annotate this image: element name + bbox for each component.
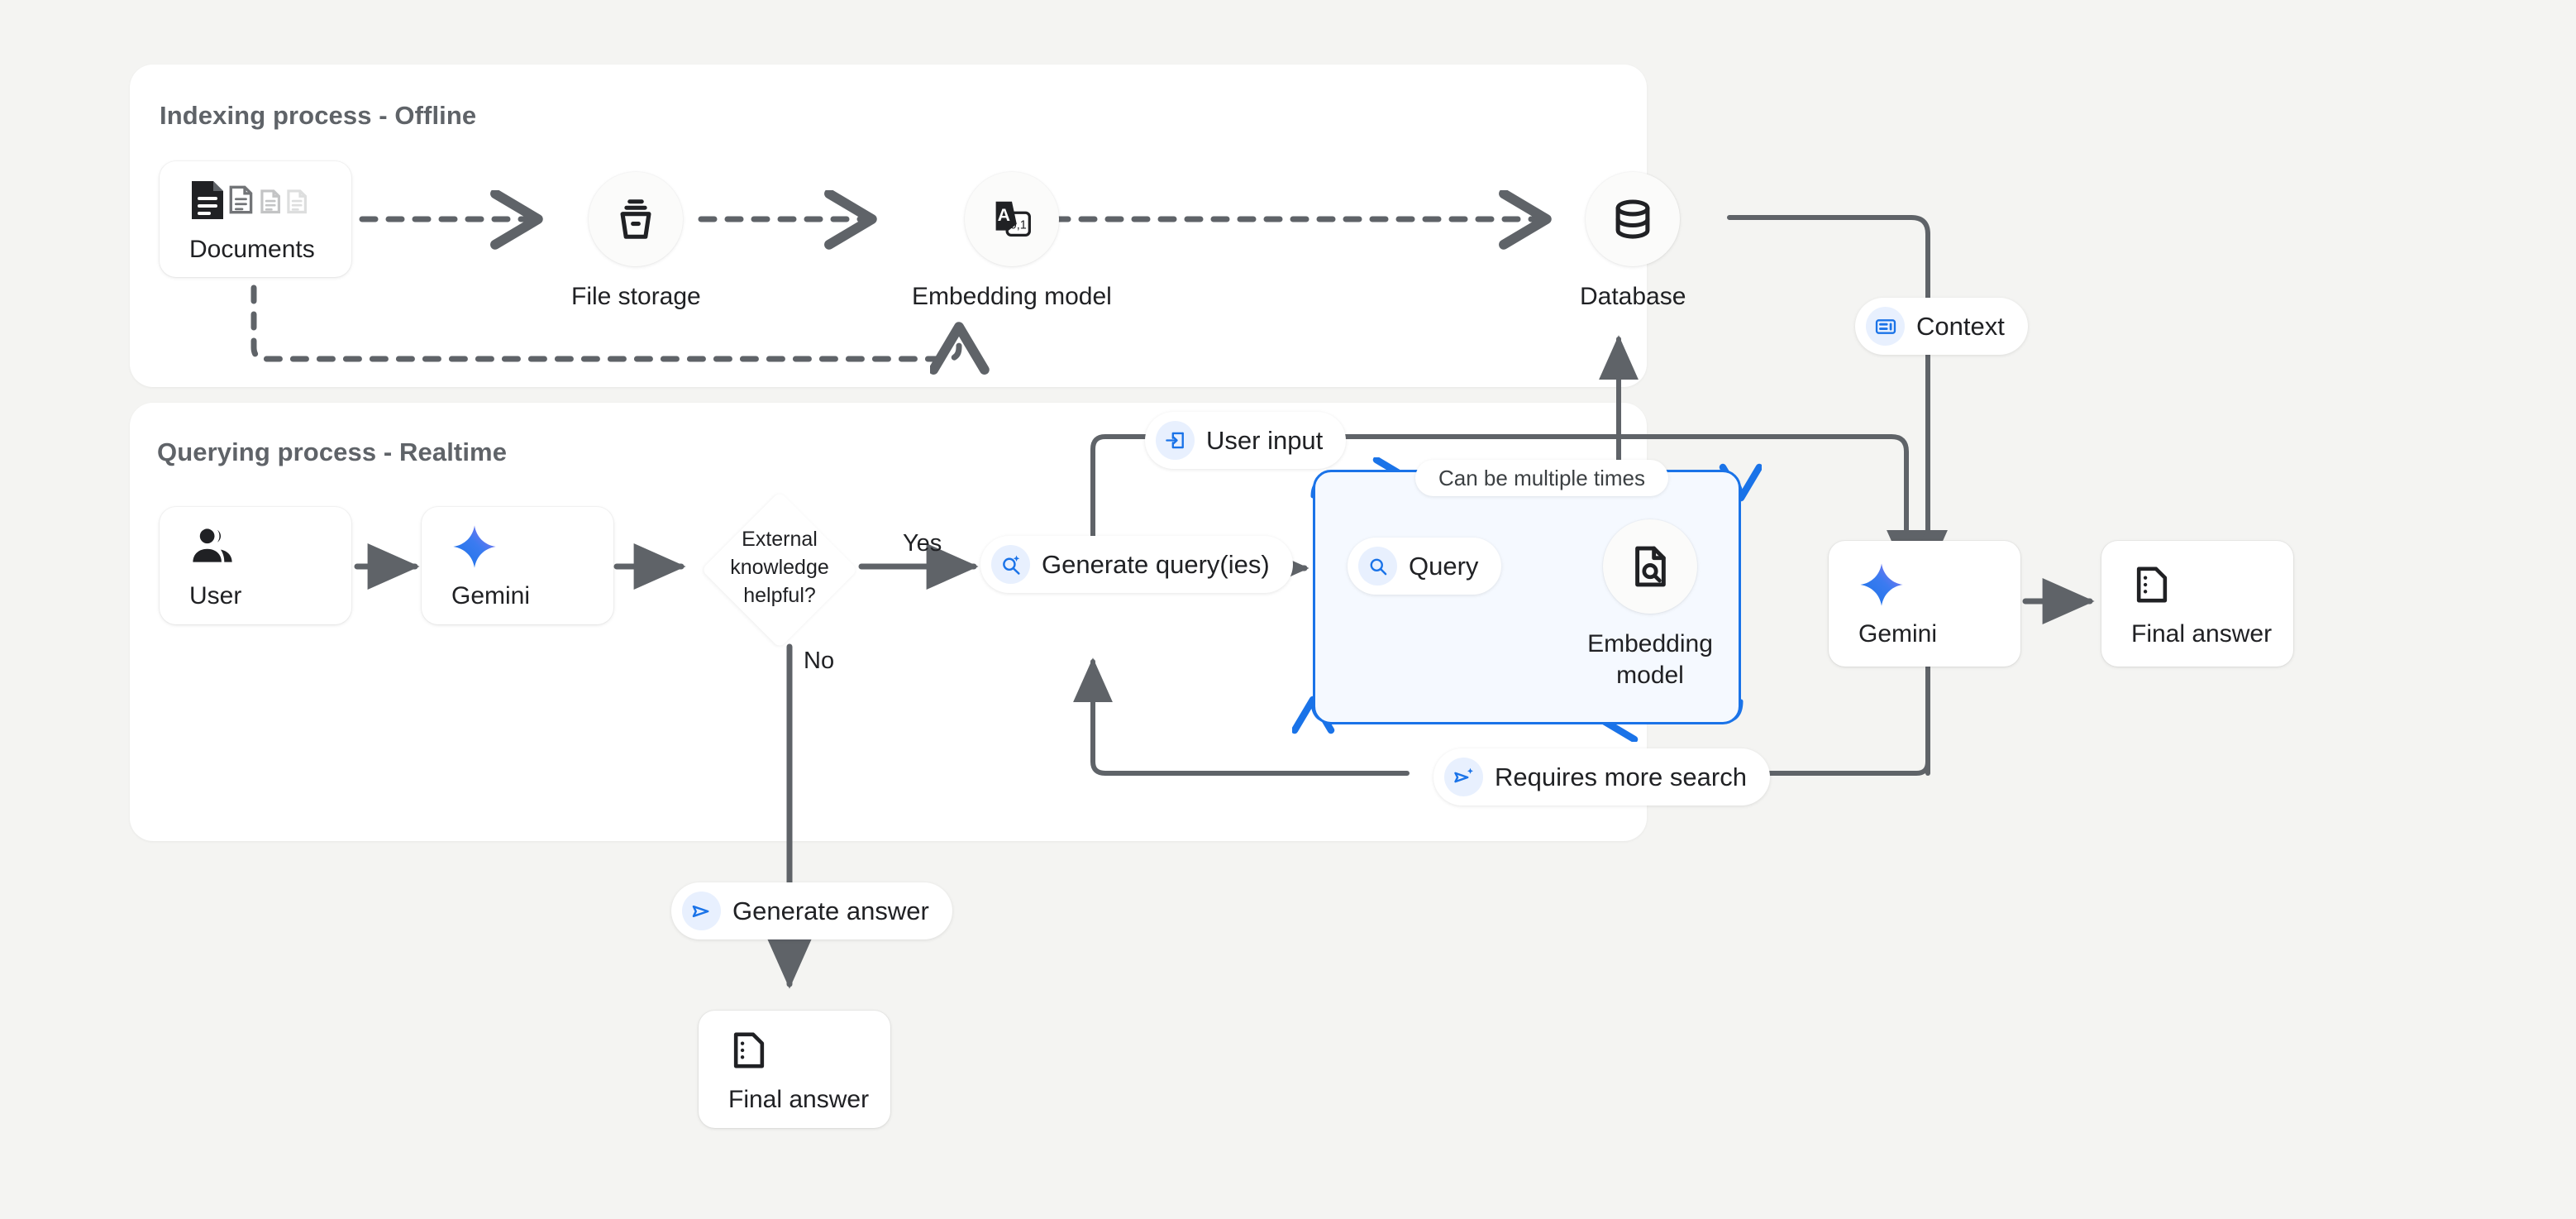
node-documents[interactable]: Documents bbox=[160, 161, 351, 277]
node-decision-external-knowledge[interactable]: External knowledge helpful? bbox=[701, 491, 858, 648]
svg-text:A: A bbox=[998, 205, 1010, 225]
node-file-storage-label: File storage bbox=[571, 283, 701, 310]
indexing-panel-title: Indexing process - Offline bbox=[160, 101, 477, 130]
node-final-answer-right[interactable]: Final answer bbox=[2101, 541, 2293, 667]
edge-label-yes: Yes bbox=[903, 530, 942, 557]
node-gemini-1-label: Gemini bbox=[451, 581, 531, 610]
node-gemini-2-label: Gemini bbox=[1858, 619, 1938, 648]
input-arrow-icon bbox=[1156, 421, 1195, 460]
pill-requires-more-search-label: Requires more search bbox=[1495, 762, 1747, 791]
pill-context[interactable]: Context bbox=[1855, 298, 2028, 355]
pill-user-input[interactable]: User input bbox=[1145, 412, 1347, 469]
people-icon bbox=[189, 521, 351, 572]
node-documents-label: Documents bbox=[189, 235, 315, 263]
pill-query-label: Query bbox=[1409, 552, 1479, 581]
node-embedding-model-2-label: Embedding model bbox=[1587, 630, 1713, 689]
node-user[interactable]: User bbox=[160, 507, 351, 624]
pill-generate-queries-label: Generate query(ies) bbox=[1042, 550, 1270, 579]
answer-doc-icon bbox=[728, 1025, 890, 1076]
send-icon bbox=[682, 892, 721, 930]
text-to-vector-icon: 0,1 A bbox=[964, 172, 1059, 266]
node-final-answer-bottom-label: Final answer bbox=[728, 1085, 870, 1113]
pill-requires-more-search[interactable]: Requires more search bbox=[1433, 748, 1770, 805]
search-icon bbox=[1358, 547, 1397, 586]
answer-doc-icon bbox=[2131, 559, 2293, 610]
node-user-label: User bbox=[189, 581, 242, 610]
node-gemini-2[interactable]: Gemini bbox=[1829, 541, 2020, 667]
node-embedding-model-2[interactable]: Embedding model bbox=[1572, 519, 1729, 691]
pill-generate-answer[interactable]: Generate answer bbox=[671, 882, 952, 939]
node-embedding-model[interactable]: 0,1 A Embedding model bbox=[912, 172, 1112, 313]
decision-label: External knowledge helpful? bbox=[730, 528, 829, 607]
search-sparkle-icon bbox=[991, 545, 1030, 584]
node-gemini-1[interactable]: Gemini bbox=[422, 507, 613, 624]
pill-query[interactable]: Query bbox=[1348, 538, 1502, 595]
node-final-answer-right-label: Final answer bbox=[2131, 619, 2273, 648]
database-icon bbox=[1586, 172, 1681, 266]
node-database-label: Database bbox=[1580, 283, 1686, 310]
pill-generate-queries[interactable]: Generate query(ies) bbox=[980, 536, 1293, 593]
archive-icon bbox=[589, 172, 684, 266]
context-card-icon bbox=[1866, 307, 1905, 346]
edge-label-no: No bbox=[804, 648, 835, 674]
pill-user-input-label: User input bbox=[1206, 426, 1324, 455]
querying-panel-title: Querying process - Realtime bbox=[157, 437, 508, 466]
node-file-storage[interactable]: File storage bbox=[571, 172, 701, 313]
pill-context-label: Context bbox=[1916, 312, 2005, 341]
node-embedding-model-label: Embedding model bbox=[912, 283, 1112, 310]
pill-can-be-multiple-times-label: Can be multiple times bbox=[1438, 466, 1645, 490]
gemini-star-icon bbox=[1858, 559, 2020, 610]
send-sparkle-icon bbox=[1444, 758, 1483, 796]
pill-generate-answer-label: Generate answer bbox=[732, 896, 929, 925]
document-search-icon bbox=[1603, 519, 1697, 614]
gemini-star-icon bbox=[451, 521, 613, 572]
node-database[interactable]: Database bbox=[1580, 172, 1686, 313]
node-final-answer-bottom[interactable]: Final answer bbox=[699, 1011, 890, 1128]
documents-icon bbox=[189, 174, 351, 226]
pill-can-be-multiple-times: Can be multiple times bbox=[1415, 460, 1668, 496]
